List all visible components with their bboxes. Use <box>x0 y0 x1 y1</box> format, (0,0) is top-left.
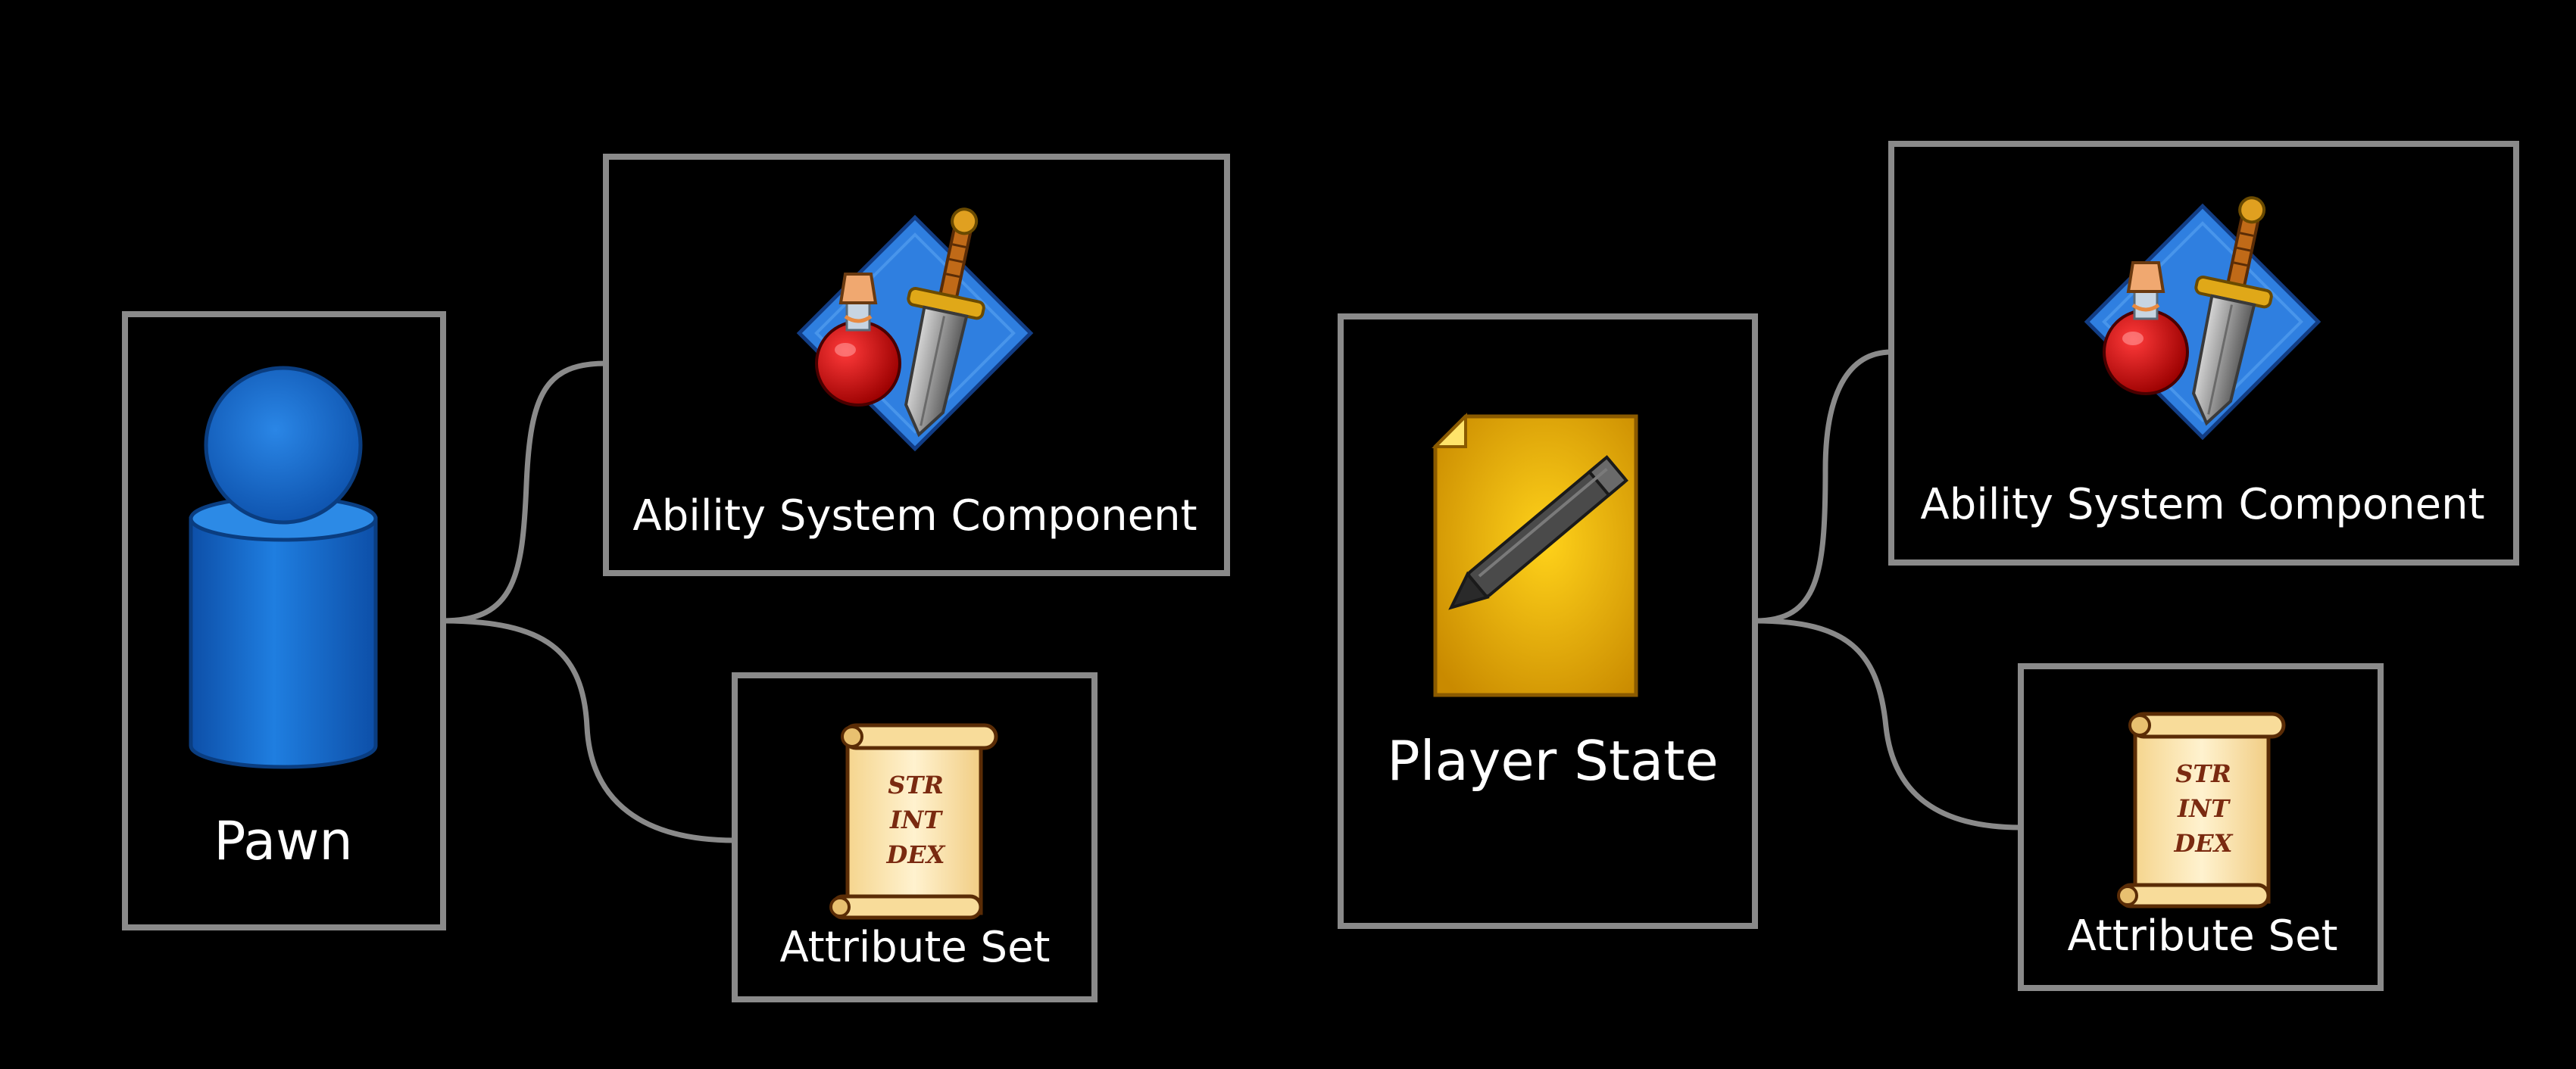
scroll-line-str: STR <box>888 771 944 799</box>
attribute-set-node-right: STR INT DEX Attribute Set <box>2018 663 2384 991</box>
asc-label-left: Ability System Component <box>632 491 1197 541</box>
connector-pawn-to-asc <box>442 360 607 624</box>
ability-system-component-node-right: Ability System Component <box>1888 141 2519 566</box>
connector-playerstate-to-attributes <box>1754 618 2022 831</box>
document-pen-icon <box>1432 413 1638 697</box>
scroll-icon: STR INT DEX <box>831 725 996 918</box>
asc-label-right: Ability System Component <box>1920 480 2484 529</box>
connector-playerstate-to-asc <box>1754 349 1892 624</box>
scroll-icon: STR INT DEX <box>2119 714 2284 906</box>
scroll-line-int: INT <box>2177 794 2231 823</box>
scroll-line-str: STR <box>2175 759 2231 788</box>
connector-pawn-to-attributes <box>442 618 735 843</box>
pawn-figure-icon <box>189 366 378 769</box>
scroll-line-int: INT <box>889 806 943 834</box>
pawn-node: Pawn <box>122 311 446 930</box>
player-state-node: Player State <box>1338 313 1758 929</box>
scroll-line-dex: DEX <box>2174 829 2234 858</box>
scroll-line-dex: DEX <box>886 840 946 869</box>
attribute-set-label-right: Attribute Set <box>2067 912 2337 961</box>
player-state-label: Player State <box>1387 729 1719 793</box>
pawn-label: Pawn <box>214 810 353 872</box>
ability-system-component-node-left: Ability System Component <box>603 154 1230 576</box>
attribute-set-node-left: STR INT DEX Attribute Set <box>732 672 1098 1002</box>
attribute-set-label-left: Attribute Set <box>779 923 1050 972</box>
